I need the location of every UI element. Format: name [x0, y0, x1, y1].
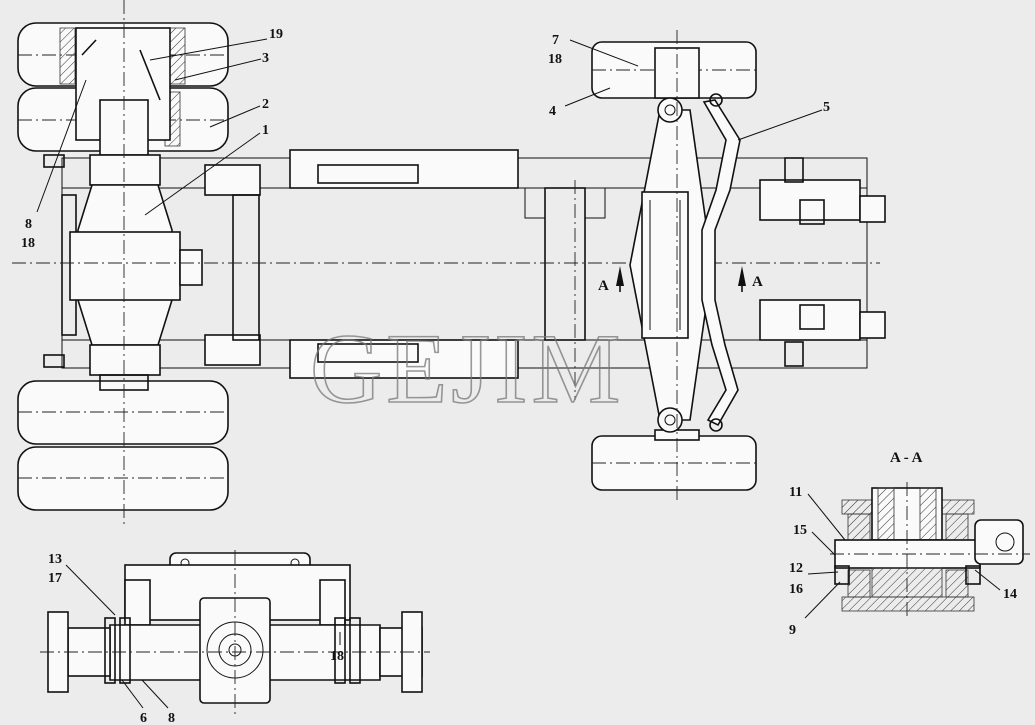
callout-8-axle: 8: [168, 711, 175, 725]
section-markers: A A: [598, 266, 763, 294]
steering-link-5: [701, 99, 741, 427]
callout-11: 11: [789, 485, 802, 500]
callout-18-front: 18: [21, 236, 35, 251]
callout-5: 5: [823, 100, 830, 115]
bracket-top: [204, 164, 261, 196]
axle-pivot-block: [641, 191, 689, 339]
callout-6: 6: [140, 711, 147, 725]
callout-2: 2: [262, 97, 269, 112]
callout-13: 13: [48, 552, 62, 567]
section-title: A - A: [890, 450, 923, 466]
chassis-frame: [43, 149, 886, 379]
rear-axle-assembly: [574, 30, 757, 500]
cross-member-front: [232, 194, 260, 341]
tire-left-lower-2: [17, 446, 229, 511]
callout-17: 17: [48, 571, 62, 586]
callout-1: 1: [262, 123, 269, 138]
cross-member-rear: [544, 187, 586, 341]
callout-18-axle: 18: [330, 649, 344, 664]
callout-15: 15: [793, 523, 807, 538]
callout-4: 4: [549, 104, 556, 119]
side-rail-bottom: [289, 339, 519, 379]
callout-16: 16: [789, 582, 803, 597]
tire-left-lower-1: [17, 380, 229, 445]
callout-18-rear: 18: [548, 52, 562, 67]
callout-9: 9: [789, 623, 796, 638]
front-tires: [17, 22, 229, 511]
callout-14: 14: [1003, 587, 1017, 602]
front-axle-housing: [12, 0, 880, 525]
rear-bracket-bottom: [759, 299, 861, 341]
callout-3: 3: [262, 51, 269, 66]
watermark: GEJIM: [310, 313, 624, 424]
callout-12: 12: [789, 561, 803, 576]
axle-front-view: [40, 550, 430, 715]
section-marker-right: A: [752, 274, 763, 290]
callout-19: 19: [269, 27, 283, 42]
section-marker-left: A: [598, 278, 609, 294]
section-a-a: A - A: [830, 450, 1030, 620]
callout-7: 7: [552, 33, 559, 48]
callouts: 19 3 2 1 8 18 7 18 4 5 13 17 18 6 8 11 1…: [21, 27, 1017, 725]
callout-8-front: 8: [25, 217, 32, 232]
